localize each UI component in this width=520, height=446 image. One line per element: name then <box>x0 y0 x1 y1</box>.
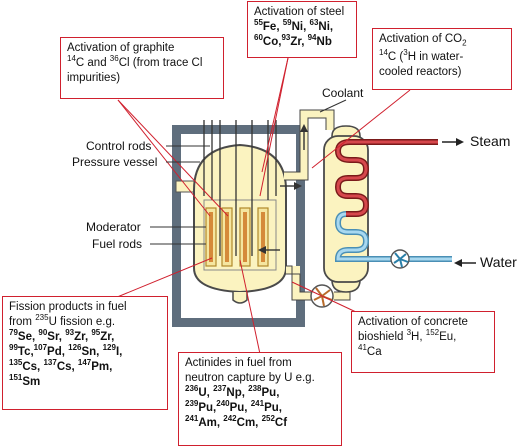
graphite-line-2: 14C and 36Cl (from trace Cl <box>67 54 203 70</box>
control-rods <box>203 120 277 256</box>
fuel-rod <box>225 212 229 262</box>
control-rods-label: Control rods <box>86 139 152 153</box>
steam-label: Steam <box>470 133 511 149</box>
fuel-rods-label: Fuel rods <box>92 237 143 251</box>
fission-line-6: 151Sm <box>9 373 41 389</box>
flow-arrow-head <box>258 246 266 254</box>
flow-arrow-head <box>300 124 308 132</box>
coolant-label: Coolant <box>322 86 364 100</box>
fuel-rods <box>205 207 269 267</box>
actinides-line-2: neutron capture by U e.g. <box>185 372 315 384</box>
water-label: Water <box>480 254 517 270</box>
circulator-icon <box>310 284 334 308</box>
fuel-rod <box>261 212 265 262</box>
bottom-outlet <box>232 292 248 304</box>
flow-arrow-head <box>294 182 302 190</box>
concrete-title: Activation of concrete <box>358 316 468 328</box>
moderator-label: Moderator <box>86 220 141 234</box>
fuel-rod <box>209 212 213 262</box>
concrete-activation-box: Activation of concrete bioshield 3H, 152… <box>351 311 495 373</box>
co2-activation-box: Activation of CO2 14C (3H in water- cool… <box>372 28 512 90</box>
fission-products-box: Fission products in fuel from 235U fissi… <box>2 296 168 410</box>
actinides-title: Actinides in fuel from <box>185 357 292 369</box>
co2-title: Activation of CO2 <box>379 33 467 48</box>
co2-line-2: 14C (3H in water- <box>379 48 464 64</box>
actinides-line-5: 241Am, 242Cm, 252Cf <box>185 414 288 430</box>
concrete-line-2: bioshield 3H, 152Eu, <box>358 328 457 344</box>
fission-line-5: 135Cs, 137Cs, 147Pm, <box>9 358 113 374</box>
concrete-line-3: 41Ca <box>358 343 382 359</box>
actinides-line-4: 239Pu,240Pu, 241Pu, <box>185 399 282 415</box>
graphite-title: Activation of graphite <box>67 42 175 54</box>
steel-line-2: 55Fe, 59Ni, 63Ni, <box>254 18 334 34</box>
steel-activation-box: Activation of steel 55Fe, 59Ni, 63Ni, 60… <box>247 1 357 58</box>
steam-arrow-icon <box>442 138 464 146</box>
steel-title: Activation of steel <box>254 6 345 18</box>
coolant-outlet-pipe-edge <box>284 109 335 181</box>
label-leaders <box>150 99 347 245</box>
graphite-line-3: impurities) <box>67 72 121 84</box>
fission-title: Fission products in fuel <box>9 301 127 313</box>
co2-line-3: cooled reactors) <box>379 66 462 79</box>
pump-icon <box>390 249 410 269</box>
steam-coil-inner <box>336 140 394 216</box>
coolant-outlet-pipe <box>284 110 334 180</box>
pressure-vessel-label: Pressure vessel <box>72 155 158 169</box>
fission-line-4: 99Tc,107Pd, 126Sn, 129I, <box>9 343 123 359</box>
leader-lines <box>109 57 411 355</box>
fission-line-2: from 235U fission e.g. <box>9 313 116 329</box>
fuel-rod <box>243 212 247 262</box>
actinides-line-3: 236U, 237Np, 238Pu, <box>185 384 280 400</box>
water-arrow-icon <box>454 259 476 267</box>
steel-line-3: 60Co,93Zr, 94Nb <box>254 33 332 49</box>
actinides-box: Actinides in fuel from neutron capture b… <box>178 352 342 446</box>
graphite-activation-box: Activation of graphite 14C and 36Cl (fro… <box>60 37 224 99</box>
water-coil-inner <box>336 212 394 261</box>
fission-line-3: 79Se, 90Sr, 93Zr, 95Zr, <box>9 328 115 344</box>
